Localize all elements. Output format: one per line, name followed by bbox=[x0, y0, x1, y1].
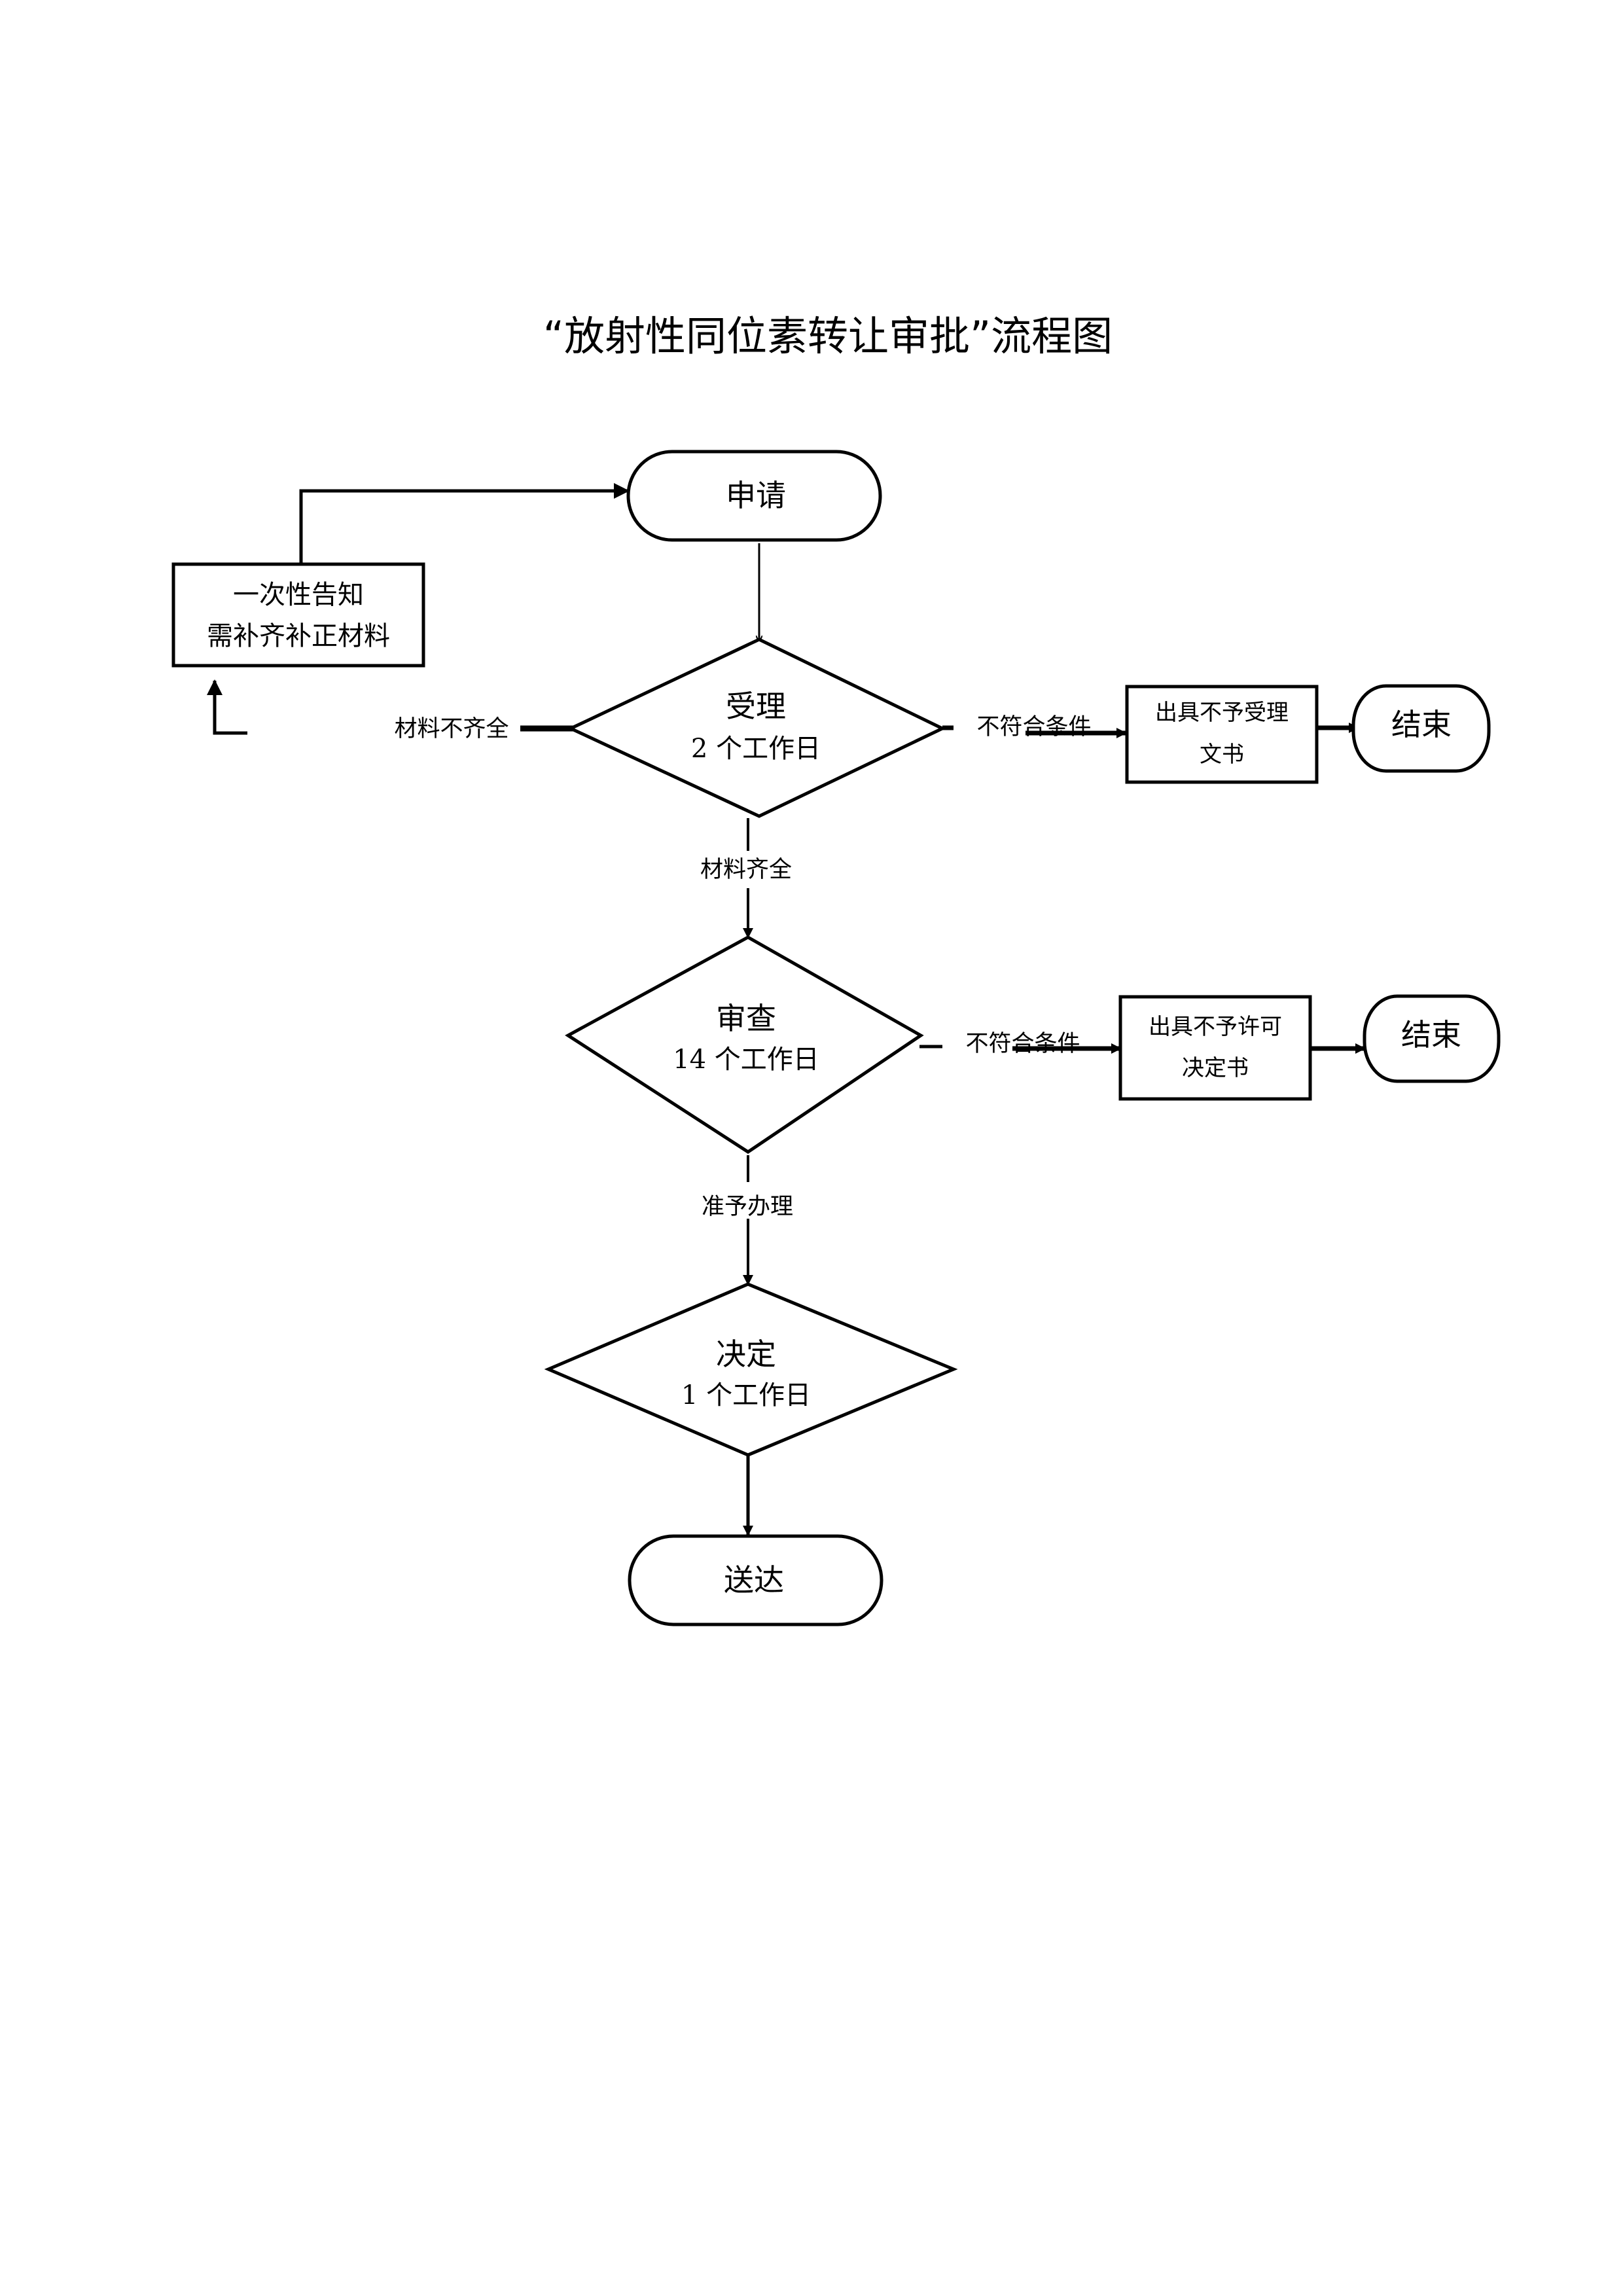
node-accept[interactable]: 受理 2 个工作日 bbox=[567, 637, 946, 818]
edge-notify-to-apply bbox=[299, 483, 630, 563]
node-reject-permit-line-2: 决定书 bbox=[1182, 1055, 1249, 1081]
node-end-1-label: 结束 bbox=[1391, 707, 1452, 742]
edge-accept-complete: 材料齐全 bbox=[700, 818, 792, 939]
edge-label-approved: 准予办理 bbox=[702, 1194, 793, 1220]
node-notify-line-2: 需补齐补正材料 bbox=[207, 621, 390, 651]
node-decide[interactable]: 决定 1 个工作日 bbox=[544, 1282, 958, 1457]
node-apply-label: 申请 bbox=[726, 478, 786, 513]
node-decide-label: 决定 bbox=[716, 1336, 776, 1372]
node-notify[interactable]: 一次性告知 需补齐补正材料 bbox=[171, 562, 425, 668]
node-review-label: 审查 bbox=[716, 1001, 776, 1036]
node-accept-duration: 2 个工作日 bbox=[691, 734, 821, 764]
node-end-2[interactable]: 结束 bbox=[1363, 994, 1501, 1083]
node-deliver-label: 送达 bbox=[724, 1562, 784, 1598]
node-reject-permit-doc[interactable]: 出具不予许可 决定书 bbox=[1118, 995, 1312, 1101]
page-title: “放射性同位素转让审批”流程图 bbox=[543, 312, 1113, 360]
node-reject-permit-line-1: 出具不予许可 bbox=[1149, 1014, 1282, 1040]
node-decide-duration: 1 个工作日 bbox=[681, 1380, 811, 1410]
node-reject-accept-line-2: 文书 bbox=[1200, 742, 1244, 768]
edge-review-not-qualified: 不符合条件 bbox=[919, 1031, 1122, 1057]
node-end-1[interactable]: 结束 bbox=[1351, 684, 1491, 773]
node-reject-accept-line-1: 出具不予受理 bbox=[1155, 700, 1289, 726]
edge-label-complete: 材料齐全 bbox=[700, 857, 792, 883]
edge-label-not-qualified-1: 不符合条件 bbox=[976, 714, 1091, 740]
node-deliver[interactable]: 送达 bbox=[628, 1534, 883, 1626]
edge-review-approved: 准予办理 bbox=[702, 1155, 793, 1285]
edge-label-not-qualified-2: 不符合条件 bbox=[965, 1031, 1080, 1057]
node-end-2-label: 结束 bbox=[1401, 1017, 1461, 1052]
node-accept-label: 受理 bbox=[726, 689, 786, 724]
node-reject-accept-doc[interactable]: 出具不予受理 文书 bbox=[1125, 685, 1319, 784]
edge-accept-not-qualified: 不符合条件 bbox=[942, 714, 1127, 740]
node-review[interactable]: 审查 14 个工作日 bbox=[565, 935, 924, 1154]
node-notify-line-1: 一次性告知 bbox=[233, 580, 364, 610]
edge-label-incomplete: 材料不齐全 bbox=[394, 716, 508, 742]
edge-accept-incomplete: 材料不齐全 bbox=[207, 679, 575, 742]
node-review-duration: 14 个工作日 bbox=[673, 1045, 819, 1075]
node-apply[interactable]: 申请 bbox=[626, 450, 882, 542]
